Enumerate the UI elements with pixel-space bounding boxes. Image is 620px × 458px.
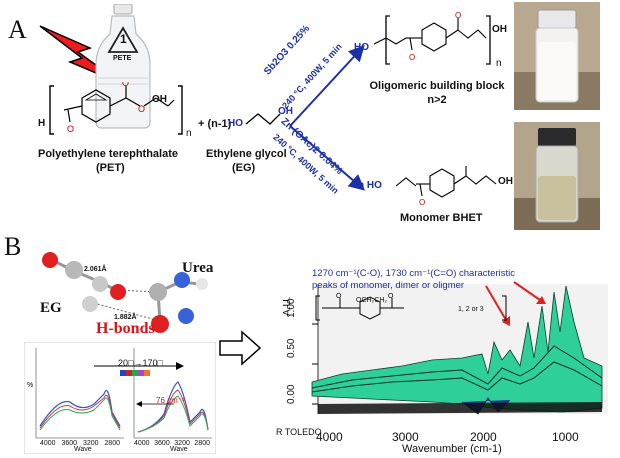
oligomer-end-oh: OH (492, 24, 507, 35)
structure-repeat-subscript: 1, 2 or 3 (458, 306, 484, 313)
ir-xlabel-right: Wave (170, 446, 188, 453)
x-tick: 2000 (470, 430, 497, 444)
ir-temp-range: 20□→170□ (118, 358, 163, 368)
ir-tick-right: 3200 (174, 440, 190, 447)
ir-tick-right: 2800 (194, 440, 210, 447)
monomer-prefix-ho: n HO (358, 180, 382, 191)
svg-text:O: O (67, 124, 74, 134)
hbond-molecule-model (42, 252, 208, 333)
svg-text:O: O (336, 293, 342, 300)
pet-name: Polyethylene terephthalate (38, 148, 178, 160)
ir-shift: 76 cm⁻¹ (156, 396, 185, 405)
eg-abbreviation: (EG) (232, 162, 256, 174)
oligomer-note: n>2 (427, 94, 447, 106)
oligomer-end-ho: HO (354, 42, 369, 53)
bottle-pete-label: PETE (113, 55, 132, 62)
ir-y-unit: % (27, 382, 34, 389)
monomer-name: Monomer BHET (400, 212, 483, 224)
eg-structure (245, 113, 281, 125)
svg-text:O: O (122, 82, 129, 88)
reaction-arrows (289, 45, 366, 191)
oligomer-repeat-n: n (496, 58, 502, 69)
pet-repeat-n: n (186, 128, 192, 139)
oligomer-name: Oligomeric building block (369, 80, 505, 92)
svg-text:O: O (455, 11, 461, 20)
3d-ir-surface-plot: O O (262, 262, 612, 442)
hbond-distance-2: 1.882Å (114, 314, 137, 321)
panel-b-label: B (4, 232, 22, 261)
ir-tick-right: 4000 (134, 440, 150, 447)
structure-ester-group: OCH₂CH₂ (356, 297, 388, 304)
hbonds-label: H-bonds (96, 320, 155, 337)
y-tick: 0.50 (286, 338, 297, 358)
oligomer-vial-photo (514, 2, 600, 110)
instrument-watermark: R TOLEDO (276, 427, 322, 437)
svg-text:O: O (409, 53, 415, 62)
x-tick: 4000 (316, 430, 343, 444)
x-tick: 1000 (552, 430, 579, 444)
ir-tick-left: 3200 (82, 440, 99, 447)
eg-formula-ho: HO (228, 118, 243, 129)
monomer-bhet-structure: O (395, 166, 497, 206)
y-tick: 1.00 (286, 298, 297, 318)
hbond-distance-1: 2.061Å (84, 266, 107, 273)
x-axis-label: Wavenumber (cm-1) (402, 443, 502, 455)
ir-tick-right: 3600 (154, 440, 170, 447)
plus-reagent: + (n-1) (198, 118, 232, 130)
y-tick: 0.00 (286, 384, 297, 404)
ir-spectra-inset (24, 342, 216, 454)
oligomer-structure: O O (373, 11, 491, 65)
ir-tick-left: 2800 (104, 440, 120, 447)
pet-structure: O O O (49, 82, 183, 135)
svg-text:O: O (388, 293, 394, 300)
annotation-line-2: peaks of monomer, dimer or oligmer (312, 280, 465, 291)
ir-xlabel-left: Wave (74, 446, 92, 453)
eg-formula-oh: OH (278, 106, 293, 117)
pet-abbreviation: (PET) (96, 162, 125, 174)
ir-ticks-right: 4000 3600 3200 2800 (134, 440, 210, 447)
hollow-arrow-icon (219, 330, 262, 366)
ir-tick-left: 4000 (40, 440, 56, 447)
recycle-code: 1 (120, 32, 127, 46)
eg-name: Ethylene glycol (206, 148, 287, 160)
annotation-line-1: 1270 cm⁻¹(C-O), 1730 cm⁻¹(C=O) character… (312, 268, 515, 279)
monomer-end-oh: OH (498, 176, 513, 187)
svg-text:O: O (138, 104, 145, 114)
ir-ticks-left: 4000 3600 3200 2800 (40, 440, 120, 447)
svg-text:O: O (419, 198, 425, 206)
pet-end-h: H (38, 118, 46, 129)
pet-end-oh: OH (152, 94, 167, 105)
monomer-vial-photo (514, 122, 600, 230)
eg-label: EG (40, 300, 62, 316)
ir-tick-left: 3600 (61, 440, 78, 447)
urea-label: Urea (182, 260, 214, 276)
panel-a-label: A (8, 15, 27, 44)
x-tick: 3000 (392, 430, 419, 444)
